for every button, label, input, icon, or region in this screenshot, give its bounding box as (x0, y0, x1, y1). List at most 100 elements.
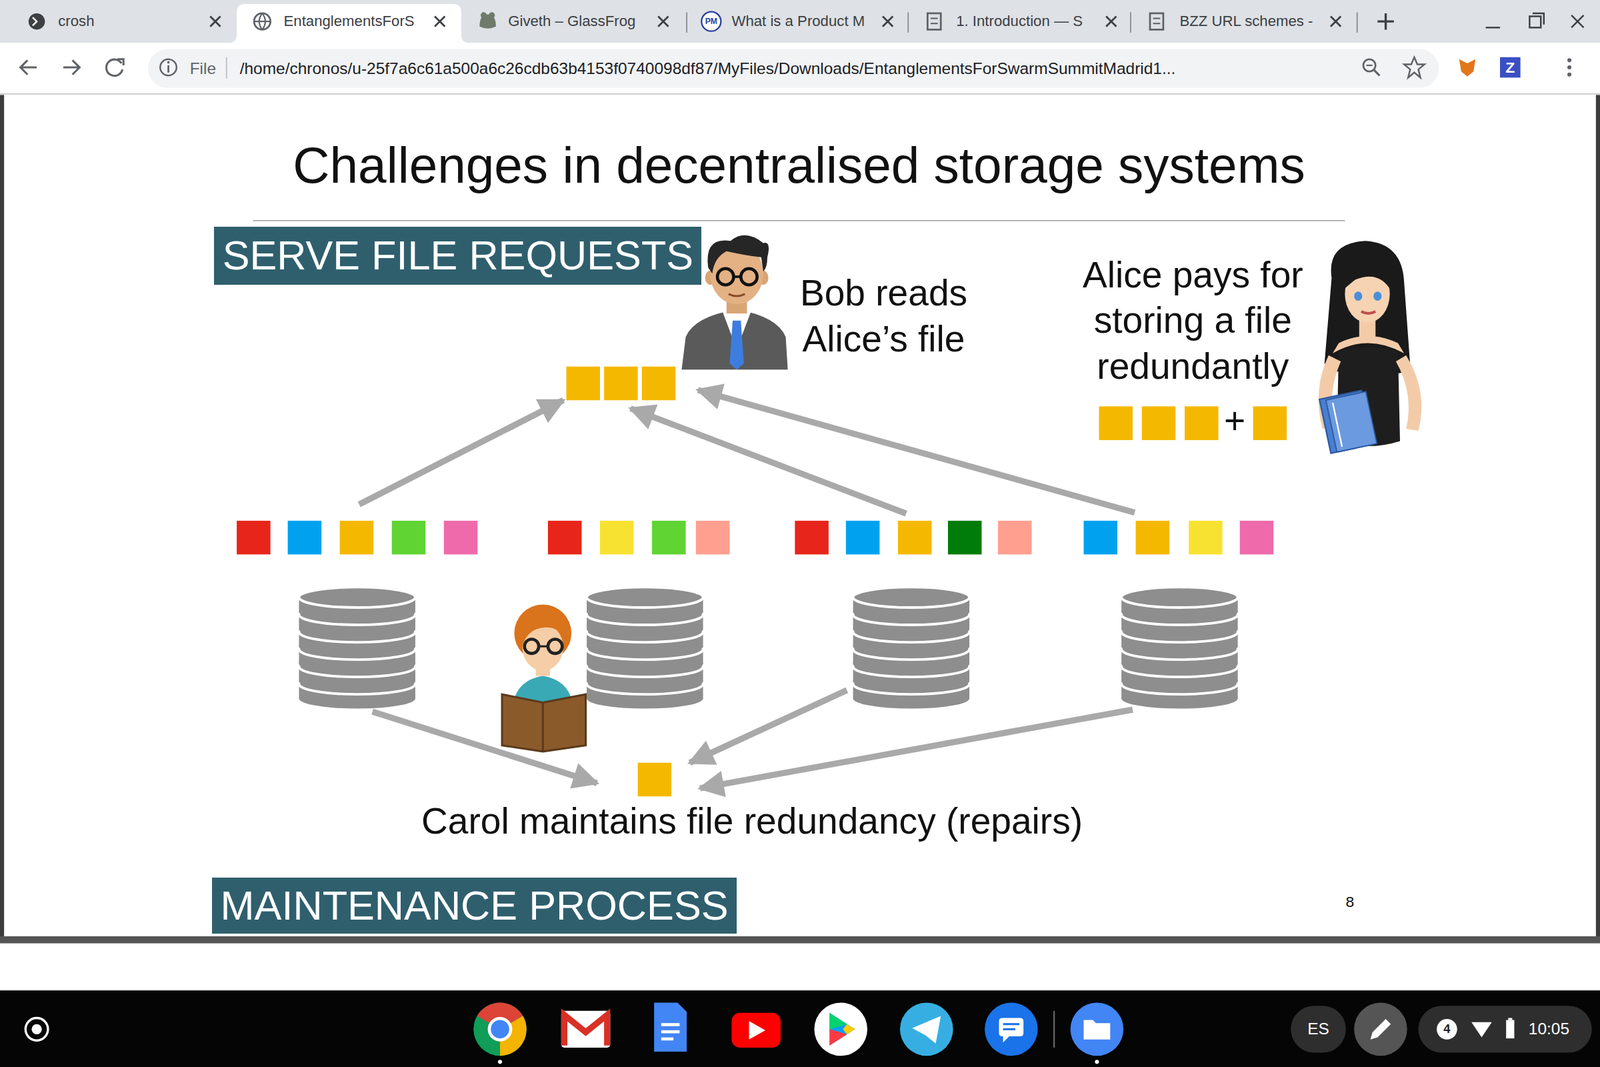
file-chunk (1098, 406, 1133, 440)
shelf (1370, 1018, 1392, 1040)
alice-figure (1326, 391, 1377, 452)
file-chunk (340, 520, 374, 555)
app-icon (1094, 1059, 1099, 1064)
flow-arrow (359, 390, 1135, 788)
file-chunk (998, 520, 1032, 555)
file-chunk (948, 520, 982, 555)
slide (0, 94, 1600, 990)
browser-tab: Giveth – GlassFrog (508, 4, 651, 43)
carol-figure (538, 645, 548, 648)
app-icon (1003, 1028, 1016, 1030)
tab-icon (32, 17, 37, 26)
alice-figure (1342, 255, 1392, 292)
flow-arrow (630, 408, 906, 514)
file-chunk (600, 520, 634, 555)
tab-strip (1356, 12, 1358, 33)
alice-figure (1396, 355, 1422, 431)
section-label: MAINTENANCE PROCESS (220, 877, 729, 934)
tab-icon (480, 12, 487, 18)
app-icon (661, 1030, 680, 1034)
alice-figure (1318, 240, 1422, 453)
window-controls (1486, 26, 1500, 28)
file-chunk (548, 520, 582, 555)
slide (0, 94, 1600, 990)
clock-text: 10:05 (1528, 1019, 1570, 1038)
flow-arrow (690, 690, 848, 763)
browser-tab: What is a Product M (731, 4, 874, 43)
file-chunk (566, 366, 600, 401)
file-chunk (392, 520, 426, 555)
section-band: SERVE FILE REQUESTS (214, 226, 702, 285)
section-band: MAINTENANCE PROCESS (212, 877, 736, 934)
app-icon (561, 1010, 610, 1048)
slide (253, 220, 1346, 222)
menu-icon (1567, 65, 1572, 70)
actor-caption: Bob reads Alice’s file (794, 270, 974, 363)
shelf (1436, 1018, 1458, 1040)
menu-icon (1567, 58, 1572, 77)
omnibox (148, 48, 1439, 88)
app-icon (1003, 1022, 1020, 1025)
notification-count: 4 (1443, 1021, 1450, 1036)
file-chunk (1240, 520, 1274, 555)
alice-figure (1319, 389, 1377, 454)
file-chunk (444, 520, 478, 555)
reload-icon (106, 59, 122, 76)
tab-icon (701, 12, 721, 32)
tab-title: 1. Introduction — S (956, 12, 1083, 30)
tab-icon (488, 12, 495, 18)
app-icon (829, 1028, 847, 1045)
app-icon (912, 1015, 941, 1043)
tab-strip (686, 12, 1358, 33)
tab-icon (930, 17, 938, 19)
window-controls (1532, 13, 1544, 25)
window-controls (1571, 15, 1584, 28)
toolbar (1373, 69, 1380, 76)
ime-text: ES (1307, 1019, 1330, 1038)
browser-tab: BZZ URL schemes - (1179, 4, 1322, 43)
storage-node (586, 586, 703, 708)
battery-icon (1506, 1020, 1514, 1039)
app-icon (1084, 1020, 1111, 1040)
alice-figure (1361, 311, 1376, 314)
ime-pill (1290, 1005, 1346, 1052)
slide (0, 94, 4, 942)
app-icon (488, 1016, 513, 1042)
app-icon (900, 1002, 954, 1056)
tab-title: crosh (58, 12, 94, 30)
file-chunk (846, 520, 880, 555)
tab-icon (1150, 13, 1164, 30)
bob-figure (681, 309, 788, 370)
tab-icon (254, 13, 270, 30)
flow-arrow (359, 400, 564, 504)
toolbar (1366, 64, 1372, 66)
close-icon (1106, 16, 1116, 26)
app-icon (748, 1020, 765, 1040)
file-chunk (638, 762, 672, 797)
toolbar (0, 93, 1600, 95)
file-chunk (288, 520, 322, 555)
app-icon (842, 1024, 855, 1034)
app-icon (731, 1012, 780, 1048)
tab-strip (0, 0, 1600, 43)
close-icon (210, 16, 220, 26)
menu-icon (1567, 72, 1572, 77)
close-icon (658, 16, 668, 26)
bob-figure (717, 268, 734, 285)
tab-title: BZZ URL schemes - (1179, 12, 1313, 30)
tab-title: Giveth – GlassFrog (508, 12, 636, 30)
toolbar (117, 59, 124, 66)
tab-icon (927, 13, 941, 30)
plus-sign: + (1224, 400, 1246, 442)
address-bar: File/home/chronos/u-25f7a6c61a500a6c26cd… (184, 48, 1358, 88)
slide-title: Challenges in decentralised storage syst… (292, 136, 1305, 195)
slide (0, 936, 1600, 944)
flow-arrow (698, 390, 1135, 513)
file-chunk (794, 520, 829, 555)
file-chunk (898, 520, 932, 555)
close-icon (434, 16, 445, 26)
storage-node (298, 586, 1238, 708)
app-icon (661, 1037, 674, 1041)
bob-figure (729, 320, 744, 370)
extension-letter: Z (1505, 58, 1515, 76)
